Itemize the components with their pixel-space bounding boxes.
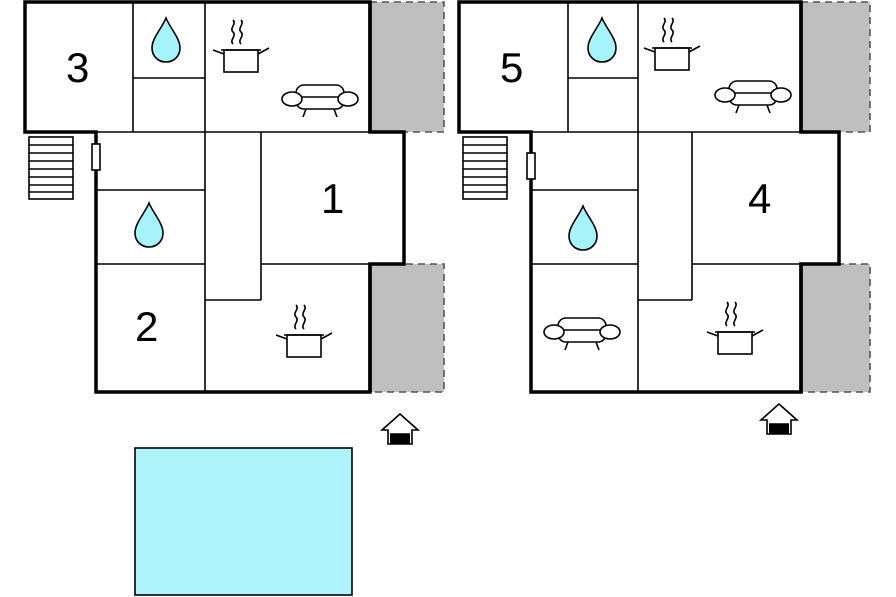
staircase-icon [28, 136, 74, 200]
sofa-icon [281, 84, 359, 118]
room-1-label: 1 [321, 175, 344, 222]
sofa-icon [714, 80, 792, 114]
terrace-lower-right [800, 263, 871, 393]
room-2-label: 2 [135, 303, 158, 350]
window-marker [91, 143, 101, 171]
entrance-icon [381, 413, 419, 445]
room-5-label: 5 [500, 44, 523, 91]
water-drop-icon [151, 17, 181, 63]
terrace-upper-right [800, 1, 871, 133]
unit-right: 5 4 [457, 0, 871, 435]
terrace-upper [369, 1, 445, 133]
pool [134, 447, 353, 596]
room-4-label: 4 [748, 175, 771, 222]
terrace-lower [369, 263, 445, 393]
window-marker [526, 152, 536, 180]
staircase-icon [462, 136, 508, 200]
sofa-icon [543, 317, 621, 351]
water-drop-icon [134, 202, 164, 248]
cooking-pot-icon [275, 304, 333, 358]
unit-left: 3 1 2 [23, 0, 445, 445]
room-3-label: 3 [66, 44, 89, 91]
water-drop-icon [587, 17, 617, 63]
cooking-pot-icon [706, 301, 764, 355]
entrance-icon [760, 403, 798, 435]
water-drop-icon [568, 205, 598, 251]
cooking-pot-icon [212, 19, 270, 73]
cooking-pot-icon [643, 17, 701, 71]
